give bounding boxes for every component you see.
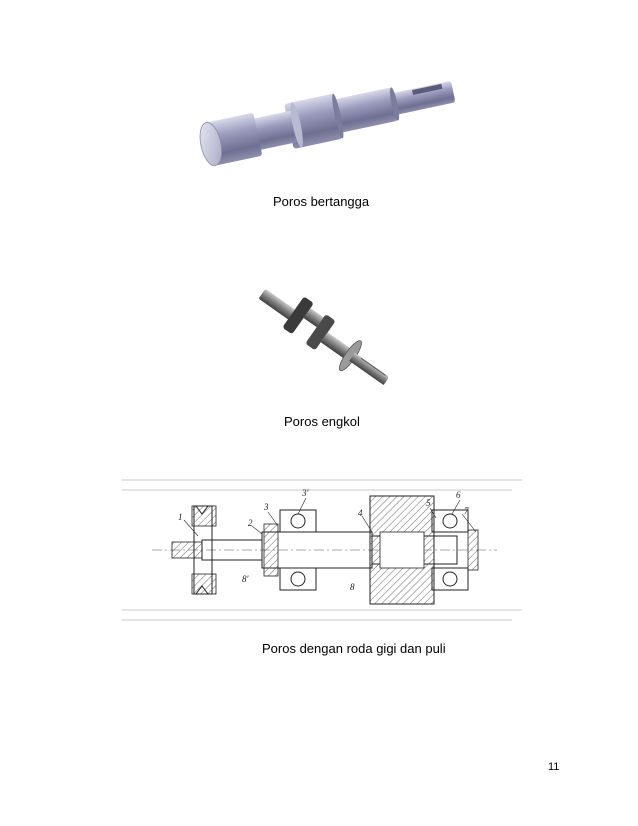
svg-text:8': 8'	[242, 574, 250, 584]
svg-text:3': 3'	[301, 488, 310, 498]
svg-text:2: 2	[248, 518, 253, 528]
crankshaft-illustration	[259, 289, 388, 386]
svg-text:3: 3	[263, 502, 269, 512]
svg-text:4: 4	[358, 508, 363, 518]
svg-text:5: 5	[426, 498, 431, 508]
svg-text:1: 1	[178, 512, 183, 522]
figure-caption-shaft-gear-pulley: Poros dengan roda gigi dan puli	[262, 641, 446, 656]
shaft-gear-pulley-drawing: 1 2 3 3' 4 5 6 7 8' 8	[122, 479, 522, 621]
stepped-shaft-illustration	[199, 81, 455, 167]
svg-text:7: 7	[464, 506, 469, 516]
svg-text:6: 6	[456, 490, 461, 500]
figure-caption-stepped-shaft: Poros bertangga	[273, 194, 370, 209]
page-number: 11	[548, 761, 560, 773]
figure-caption-crankshaft: Poros engkol	[284, 414, 360, 429]
svg-text:8: 8	[350, 582, 355, 592]
